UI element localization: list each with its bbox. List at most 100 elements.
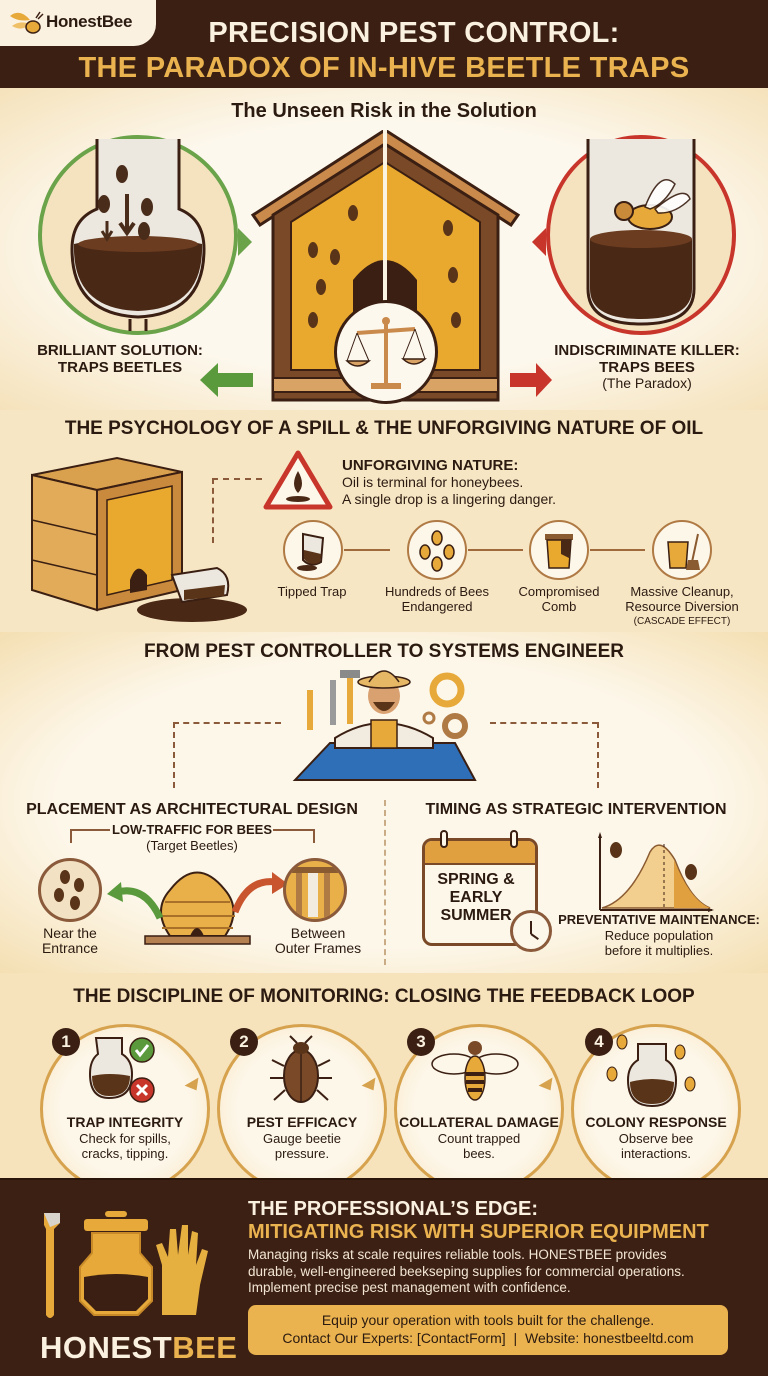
population-curve-chart-icon — [598, 832, 714, 912]
monitor-line1-1: Check for spills, — [79, 1131, 171, 1146]
green-arrow-shaft — [215, 373, 253, 387]
footer-title-line2: MITIGATING RISK WITH SUPERIOR EQUIPMENT — [248, 1221, 709, 1243]
footer-brand-white: HONEST — [40, 1330, 173, 1365]
step-label-3-line1: Compromised — [518, 584, 600, 599]
placement-bracket-left-down — [70, 829, 72, 843]
bee-icon — [431, 1041, 519, 1101]
cascade-arrow-1 — [344, 549, 390, 551]
placement-note: (Target Beetles) — [146, 838, 238, 853]
right-label-line2: TRAPS BEES — [599, 359, 695, 376]
cleanup-icon — [667, 533, 700, 570]
frames-label-line2: Outer Frames — [274, 940, 362, 956]
frames-label-line1: Between — [290, 925, 346, 941]
entrance-beetles-badge — [38, 858, 102, 922]
colony-response-icon — [606, 1034, 696, 1108]
footer-body-line1: Managing risks at scale requires reliabl… — [248, 1247, 667, 1262]
contact-experts-link[interactable]: Contact Our Experts: [ContactForm] — [282, 1330, 506, 1346]
balance-scale-badge — [334, 300, 438, 404]
connector-right-down — [597, 722, 599, 788]
placement-title: PLACEMENT AS ARCHITECTURAL DESIGN — [26, 801, 358, 818]
warning-line1: Oil is terminal for honeybees. — [342, 474, 524, 490]
right-label: INDISCRIMINATE KILLER: TRAPS BEES (The P… — [542, 342, 752, 391]
warning-line2: A single drop is a lingering danger. — [342, 491, 557, 507]
left-label: BRILLIANT SOLUTION: TRAPS BEETLES — [30, 342, 210, 376]
monitor-line1-4: Observe bee — [618, 1131, 694, 1146]
footer-body-line3: Implement precise pest management with c… — [248, 1280, 571, 1295]
monitor-title-3: COLLATERAL DAMAGE — [399, 1114, 559, 1130]
placement-bracket-left — [70, 829, 110, 831]
cascade-arrow-3 — [590, 549, 645, 551]
monitor-title-1: TRAP INTEGRITY — [66, 1114, 184, 1130]
red-curved-arrow-icon — [231, 872, 288, 914]
timing-title: TIMING AS STRATEGIC INTERVENTION — [425, 801, 727, 818]
step-compromised-comb — [529, 520, 589, 580]
step-label-2-line1: Hundreds of Bees — [384, 584, 490, 599]
left-label-line2: TRAPS BEETLES — [57, 359, 183, 376]
beetle-icon — [270, 1035, 332, 1103]
maintenance-line2: before it multiplies. — [604, 943, 714, 958]
left-label-line1: BRILLIANT SOLUTION: — [37, 342, 203, 359]
step-label-4: Massive Cleanup,Resource Diversion(CASCA… — [617, 584, 747, 629]
step-number-4: 4 — [585, 1028, 613, 1056]
placement-bracket-right — [273, 829, 313, 831]
calendar-line3: SUMMER — [440, 907, 512, 924]
calendar-line1: SPRING & — [437, 871, 515, 888]
placement-subtitle: LOW-TRAFFIC FOR BEES — [111, 822, 273, 837]
step-cleanup — [652, 520, 712, 580]
footer-body: Managing risks at scale requires reliabl… — [248, 1247, 685, 1297]
monitor-caption-2: PEST EFFICACY Gauge beetie pressure. — [207, 1114, 397, 1161]
logo-badge[interactable]: HonestBee — [0, 0, 156, 46]
step-number-2: 2 — [230, 1028, 258, 1056]
cta-box: Equip your operation with tools built fo… — [248, 1305, 728, 1355]
beetle-trap-icon — [70, 139, 206, 331]
red-arrow-shaft — [510, 373, 536, 387]
green-curved-arrow-icon — [107, 882, 164, 920]
monitor-line1-3: Count trapped — [437, 1131, 521, 1146]
frames-icon — [292, 867, 338, 917]
beetle-trap-illustration — [38, 135, 238, 335]
footer-brand: HONESTBEE — [40, 1330, 237, 1366]
calendar-ring-left — [440, 830, 448, 848]
step-label-4-line1: Massive Cleanup, — [630, 584, 734, 599]
connector-line-vertical — [212, 478, 214, 543]
red-pointer — [532, 228, 546, 256]
maintenance-title: PREVENTATIVE MAINTENANCE: — [558, 912, 760, 927]
step-label-3-line2: Comb — [541, 599, 577, 614]
column-divider — [384, 800, 386, 965]
connector-right — [490, 722, 598, 724]
bee-logo-icon — [10, 11, 44, 34]
section3-title: FROM PEST CONTROLLER TO SYSTEMS ENGINEER — [144, 641, 624, 662]
bee-trap-illustration — [546, 135, 736, 335]
outer-frames-badge — [283, 858, 347, 922]
right-label-note: (The Paradox) — [602, 375, 692, 391]
step-number-1: 1 — [52, 1028, 80, 1056]
website-link[interactable]: Website: honestbeeltd.com — [525, 1330, 694, 1346]
warning-oil-drop-icon — [263, 450, 333, 510]
step-bees-endangered — [407, 520, 467, 580]
bees-icon — [419, 530, 455, 572]
beekeeper-engineer-icon — [292, 670, 477, 781]
cta-separator: | — [513, 1330, 518, 1346]
entrance-label-line2: Entrance — [41, 940, 99, 956]
cascade-arrow-2 — [468, 549, 523, 551]
page-title-line2: THE PARADOX OF IN-HIVE BEETLE TRAPS — [78, 52, 690, 84]
footer-brand-gold: BEE — [172, 1330, 238, 1365]
clock-icon — [510, 910, 552, 952]
comb-icon — [545, 534, 573, 569]
monitor-caption-3: COLLATERAL DAMAGE Count trapped bees. — [384, 1114, 574, 1161]
equipment-icon — [44, 1211, 208, 1318]
maintenance-line1: Reduce population — [604, 928, 714, 943]
monitor-line2-1: cracks, tipping. — [81, 1146, 169, 1161]
monitor-caption-1: TRAP INTEGRITY Check for spills, cracks,… — [30, 1114, 220, 1161]
skep-hive-icon — [144, 871, 251, 945]
connector-left-down — [173, 722, 175, 788]
warning-title: UNFORGIVING NATURE: — [342, 457, 519, 474]
step-label-1-line1: Tipped Trap — [277, 584, 347, 599]
monitor-caption-4: COLONY RESPONSE Observe bee interactions… — [561, 1114, 751, 1161]
step-label-4-line2: Resource Diversion — [625, 599, 739, 614]
